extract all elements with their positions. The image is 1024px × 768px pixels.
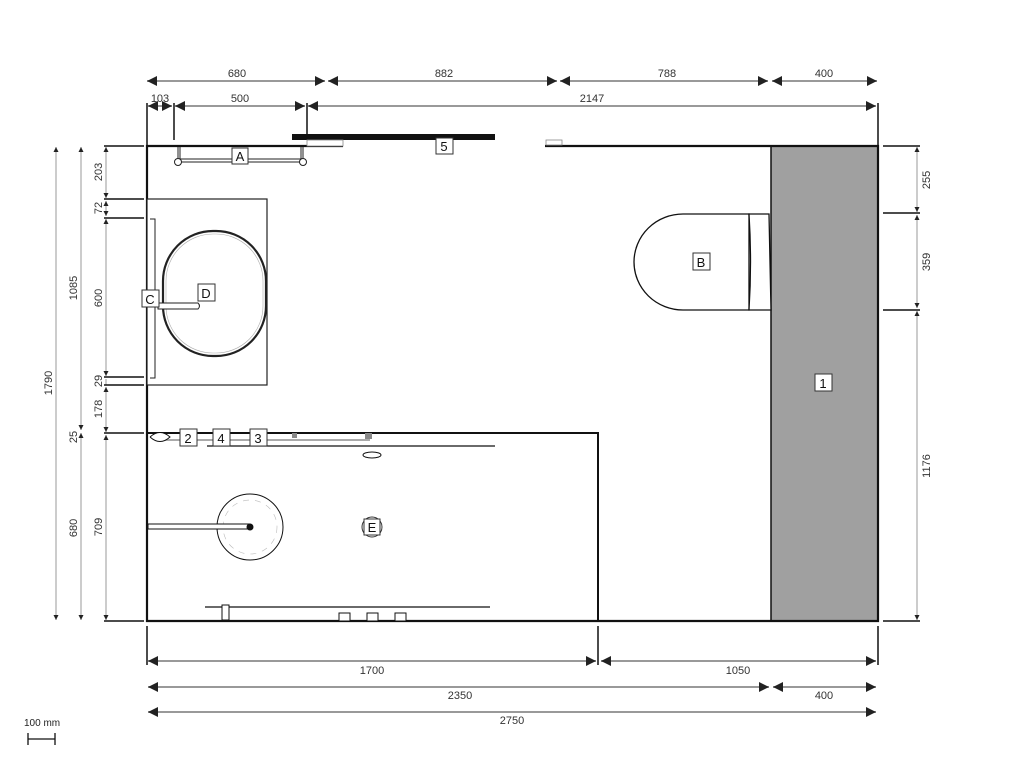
svg-text:B: B <box>697 255 706 270</box>
svg-text:5: 5 <box>440 139 447 154</box>
tag-4: 4 <box>212 428 231 447</box>
tag-1: 1 <box>814 373 833 392</box>
tag-3: 3 <box>249 428 268 447</box>
dim-left-709: 709 <box>93 518 105 536</box>
dim-top-788: 788 <box>658 68 676 80</box>
dim-bottom-1700: 1700 <box>360 665 384 677</box>
left-dimensions <box>53 147 109 620</box>
svg-text:A: A <box>236 149 245 164</box>
svg-text:2: 2 <box>184 431 191 446</box>
dim-right-359: 359 <box>921 253 933 271</box>
dim-left-680: 680 <box>68 519 80 537</box>
scale-bar-label: 100 mm <box>24 718 61 729</box>
tag-E: E <box>361 516 383 538</box>
dim-bottom-400: 400 <box>815 690 833 702</box>
top-dimensions <box>147 76 877 111</box>
scale-bar <box>27 733 56 745</box>
tag-D: D <box>197 283 216 302</box>
dim-left-25: 25 <box>68 431 80 443</box>
svg-text:C: C <box>145 292 154 307</box>
dim-top-103: 103 <box>151 93 169 105</box>
tag-A: A <box>231 147 249 165</box>
dim-top-680: 680 <box>228 68 246 80</box>
bottom-dimensions <box>148 656 876 717</box>
dim-left-178: 178 <box>93 400 105 418</box>
tap-spout <box>157 302 200 310</box>
dim-left-203: 203 <box>93 163 105 181</box>
bathtub <box>147 432 599 622</box>
dim-left-72: 72 <box>93 202 105 214</box>
dim-bottom-2750: 2750 <box>500 715 524 727</box>
dim-top-500: 500 <box>231 93 249 105</box>
tag-C: C <box>141 289 160 308</box>
svg-text:4: 4 <box>217 431 224 446</box>
dim-top-400: 400 <box>815 68 833 80</box>
toilet <box>633 213 772 311</box>
dim-right-1176: 1176 <box>921 454 933 478</box>
dim-bottom-2350: 2350 <box>448 690 472 702</box>
dim-right-255: 255 <box>921 171 933 189</box>
sliding-door <box>292 134 495 140</box>
tag-2: 2 <box>179 428 198 447</box>
svg-text:1: 1 <box>819 376 826 391</box>
dim-left-600: 600 <box>93 289 105 307</box>
tag-B: B <box>692 252 711 271</box>
dim-left-29: 29 <box>93 375 105 387</box>
dim-top-882: 882 <box>435 68 453 80</box>
dim-left-1790: 1790 <box>43 371 55 395</box>
svg-text:D: D <box>201 286 210 301</box>
svg-text:E: E <box>368 520 377 535</box>
tag-5: 5 <box>435 137 454 155</box>
dim-left-1085: 1085 <box>68 276 80 300</box>
svg-text:3: 3 <box>254 431 261 446</box>
dim-bottom-1050: 1050 <box>726 665 750 677</box>
dim-top-2147: 2147 <box>580 93 604 105</box>
